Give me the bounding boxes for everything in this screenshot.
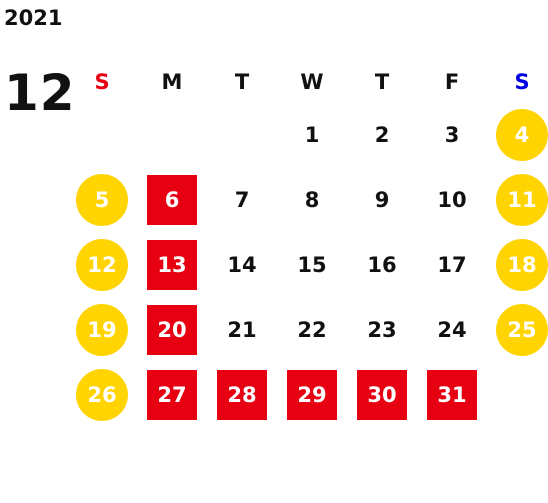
month-label: 12 xyxy=(4,64,76,122)
calendar-day-cell: 21 xyxy=(207,297,277,362)
calendar-day-number: 11 xyxy=(496,173,548,226)
weekday-header-thu: T xyxy=(374,70,390,94)
calendar-day-number: 30 xyxy=(357,369,407,420)
calendar-day-cell xyxy=(67,102,137,167)
calendar-day-cell: 24 xyxy=(417,297,487,362)
calendar-day-cell: 13 xyxy=(137,232,207,297)
calendar-day-number: 28 xyxy=(217,369,267,420)
calendar-day-number: 6 xyxy=(147,174,197,225)
calendar-day-cell: 10 xyxy=(417,167,487,232)
calendar-day-cell: 7 xyxy=(207,167,277,232)
calendar-day-number: 2 xyxy=(374,122,390,147)
calendar-day-cell xyxy=(207,102,277,167)
calendar-day-cell: 17 xyxy=(417,232,487,297)
weekday-header-tue: T xyxy=(234,70,250,94)
calendar-day-number: 23 xyxy=(367,317,397,342)
calendar-day-cell: 19 xyxy=(67,297,137,362)
calendar-day-cell: 1 xyxy=(277,102,347,167)
calendar-day-number: 31 xyxy=(427,369,477,420)
weekday-header-fri: F xyxy=(444,70,460,94)
calendar-day-cell: 11 xyxy=(487,167,548,232)
weekday-header-mon: M xyxy=(161,70,183,94)
calendar-day-cell: 16 xyxy=(347,232,417,297)
calendar-day-number: 10 xyxy=(437,187,467,212)
calendar-day-cell: 6 xyxy=(137,167,207,232)
weekday-header-wed: W xyxy=(300,70,324,94)
calendar-day-cell: 12 xyxy=(67,232,137,297)
calendar-day-number: 18 xyxy=(496,238,548,291)
calendar-day-number: 7 xyxy=(234,187,250,212)
calendar-day-number: 25 xyxy=(496,303,548,356)
calendar-day-number: 15 xyxy=(297,252,327,277)
calendar-day-number: 5 xyxy=(76,173,128,226)
calendar-day-cell: 15 xyxy=(277,232,347,297)
calendar-day-number: 1 xyxy=(304,122,320,147)
calendar-day-number: 13 xyxy=(147,239,197,290)
calendar-day-number: 16 xyxy=(367,252,397,277)
calendar-day-cell: 14 xyxy=(207,232,277,297)
calendar-day-number: 8 xyxy=(304,187,320,212)
calendar-day-cell: 5 xyxy=(67,167,137,232)
calendar-day-number: 17 xyxy=(437,252,467,277)
calendar-day-number: 20 xyxy=(147,304,197,355)
calendar-day-cell: 4 xyxy=(487,102,548,167)
calendar-day-number: 22 xyxy=(297,317,327,342)
calendar-day-number: 14 xyxy=(227,252,257,277)
calendar-day-number: 3 xyxy=(444,122,460,147)
calendar-day-cell: 26 xyxy=(67,362,137,427)
calendar-day-cell: 30 xyxy=(347,362,417,427)
calendar-day-cell: 3 xyxy=(417,102,487,167)
calendar-day-number: 9 xyxy=(374,187,390,212)
calendar-day-cell: 2 xyxy=(347,102,417,167)
calendar-day-cell xyxy=(137,102,207,167)
year-label: 2021 xyxy=(4,6,63,30)
calendar-day-cell: 28 xyxy=(207,362,277,427)
calendar-day-number: 4 xyxy=(496,108,548,161)
calendar-day-cell: 23 xyxy=(347,297,417,362)
calendar-day-number: 12 xyxy=(76,238,128,291)
calendar-day-number: 27 xyxy=(147,369,197,420)
calendar-day-cell: 22 xyxy=(277,297,347,362)
calendar-day-number: 19 xyxy=(76,303,128,356)
calendar-day-cell: 8 xyxy=(277,167,347,232)
calendar-day-cell: 9 xyxy=(347,167,417,232)
calendar-day-number: 24 xyxy=(437,317,467,342)
calendar-day-cell xyxy=(487,362,548,427)
calendar-day-number: 26 xyxy=(76,368,128,421)
calendar-grid: S M T W T F S 1 2 3 4 5 6 7 8 9 10 11 12… xyxy=(67,62,548,427)
calendar-day-number: 21 xyxy=(227,317,257,342)
calendar-day-number: 29 xyxy=(287,369,337,420)
calendar-day-cell: 31 xyxy=(417,362,487,427)
weekday-header-sat: S xyxy=(514,70,530,94)
calendar-day-cell: 20 xyxy=(137,297,207,362)
calendar-day-cell: 25 xyxy=(487,297,548,362)
calendar-day-cell: 27 xyxy=(137,362,207,427)
weekday-header-sun: S xyxy=(94,70,110,94)
calendar-day-cell: 29 xyxy=(277,362,347,427)
calendar-day-cell: 18 xyxy=(487,232,548,297)
